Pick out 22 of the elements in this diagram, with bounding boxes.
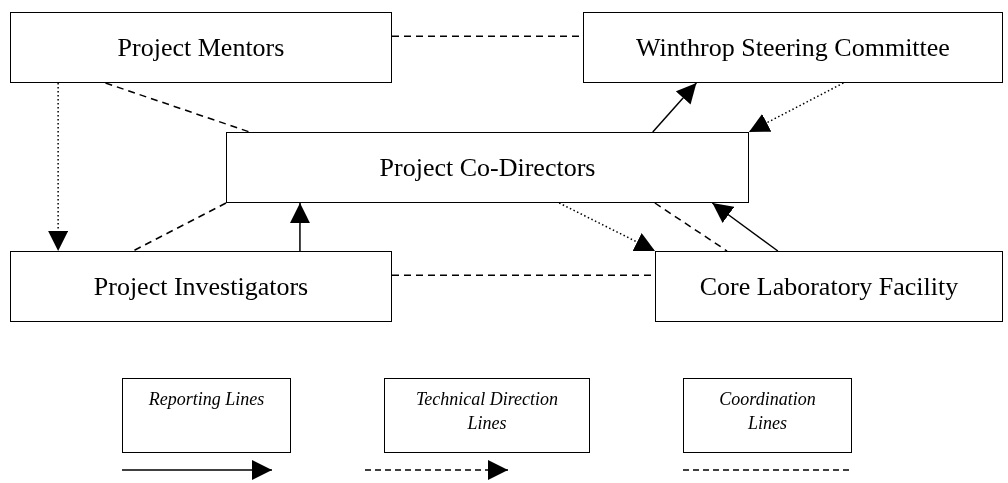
- org-box: [655, 251, 1003, 322]
- connector-arrow: [558, 202, 656, 252]
- box-label: Core Laboratory Facility: [699, 271, 959, 302]
- connector-line: [654, 202, 728, 252]
- connector-line: [132, 202, 227, 252]
- connector-arrow: [748, 82, 845, 133]
- org-box: [226, 132, 749, 203]
- connector-arrow: [48, 82, 69, 252]
- connector-line: [104, 82, 251, 133]
- legend-label: Reporting Lines: [148, 389, 265, 409]
- org-box: [10, 12, 392, 83]
- box-label: Winthrop Steering Committee: [636, 32, 950, 63]
- legend-label: Coordination Lines: [719, 389, 816, 433]
- org-box: [10, 251, 392, 322]
- org-box: [583, 12, 1003, 83]
- legend-label: Technical Direction Lines: [415, 389, 559, 433]
- box-label: Project Mentors: [117, 32, 285, 63]
- connector-arrow: [290, 202, 310, 252]
- connector-arrow: [711, 202, 779, 252]
- box-label: Project Investigators: [93, 271, 309, 302]
- box-label: Project Co-Directors: [379, 152, 596, 183]
- connector-arrow: [652, 82, 698, 133]
